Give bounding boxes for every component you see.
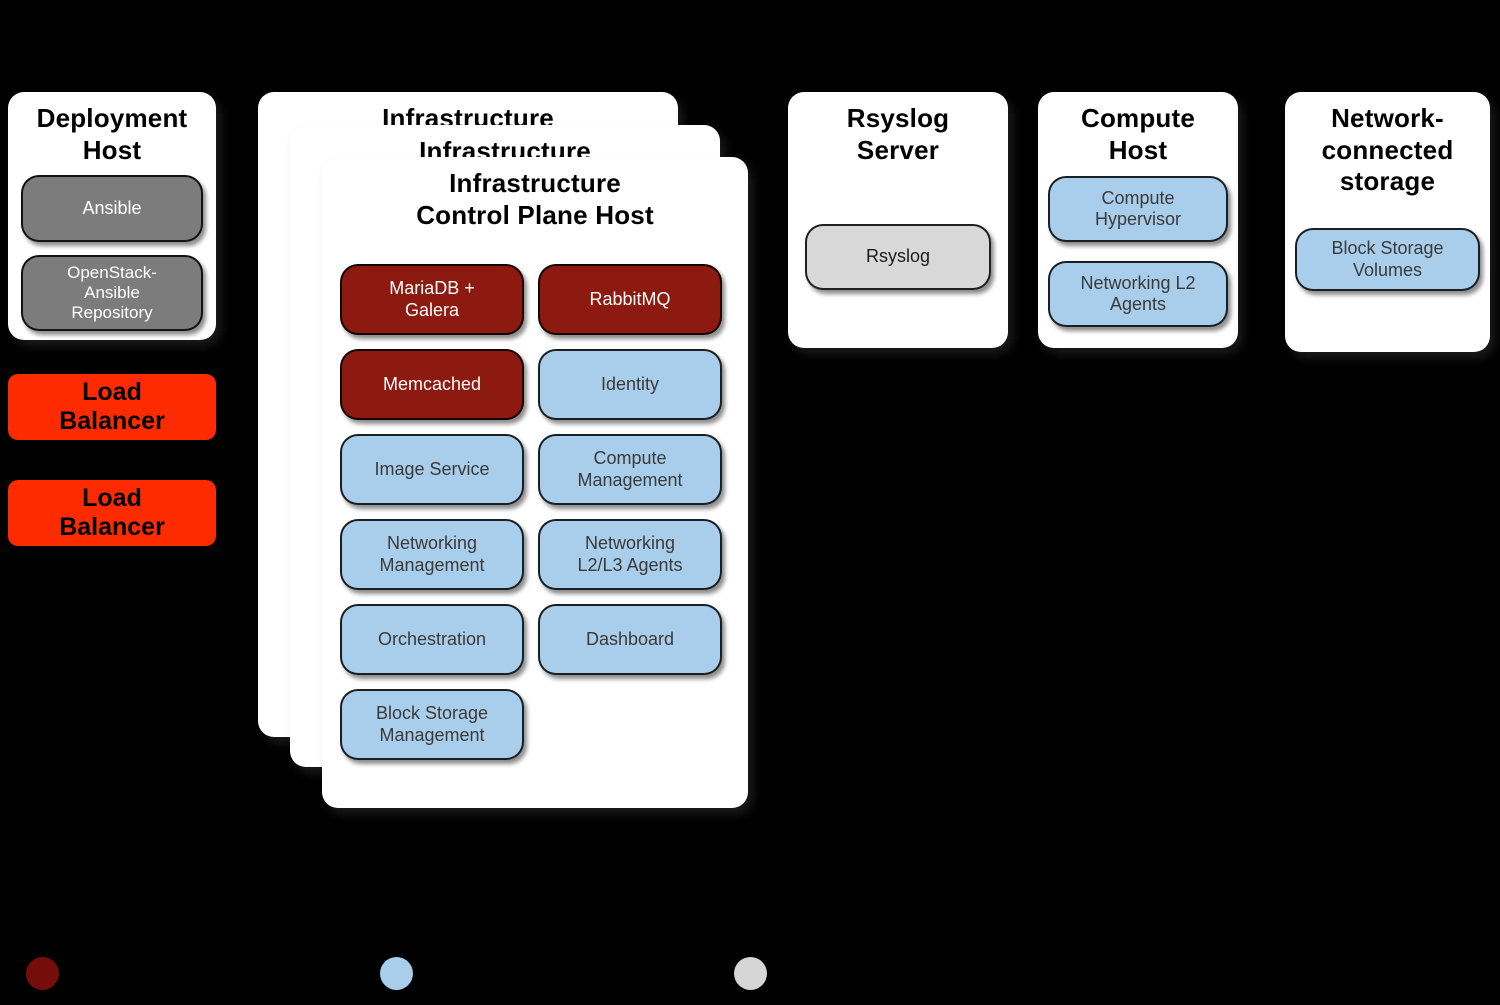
node-openstack-ansible-repository: OpenStack-Ansible Repository	[21, 255, 203, 331]
deployment-host-title: Deployment Host	[36, 103, 188, 165]
infrastructure-control-plane-title: Infrastructure Control Plane Host	[416, 168, 654, 230]
node-rsyslog: Rsyslog	[805, 224, 991, 290]
node-networking-l2-l3-agents-label: Networking L2/L3 Agents	[577, 533, 683, 575]
legend-dot-gray	[734, 957, 767, 990]
node-rsyslog-label: Rsyslog	[865, 246, 931, 267]
node-memcached-label: Memcached	[382, 373, 482, 394]
node-image-service-label: Image Service	[374, 458, 490, 479]
node-compute-hypervisor-label: Compute Hypervisor	[1094, 187, 1182, 229]
network-storage-card: Network-connected storage Block Storage …	[1285, 92, 1490, 352]
load-balancer-1: Load Balancer	[8, 374, 216, 440]
node-ansible: Ansible	[21, 175, 203, 242]
load-balancer-1-label: Load Balancer	[59, 378, 165, 435]
node-memcached: Memcached	[340, 349, 524, 420]
node-orchestration-label: Orchestration	[377, 628, 487, 649]
node-mariadb-galera: MariaDB + Galera	[340, 264, 524, 335]
node-block-storage-volumes-label: Block Storage Volumes	[1331, 238, 1444, 280]
node-rabbitmq-label: RabbitMQ	[589, 288, 671, 309]
node-block-storage-volumes: Block Storage Volumes	[1295, 228, 1480, 291]
network-storage-title: Network-connected storage	[1321, 103, 1454, 197]
rsyslog-server-title: Rsyslog Server	[846, 103, 950, 165]
load-balancer-2-label: Load Balancer	[59, 484, 165, 541]
node-dashboard-label: Dashboard	[585, 628, 675, 649]
node-identity: Identity	[538, 349, 722, 420]
legend-dot-dark-red	[26, 957, 59, 990]
load-balancer-2: Load Balancer	[8, 480, 216, 546]
node-compute-management-label: Compute Management	[577, 448, 683, 490]
compute-host-card: Compute Host Compute Hypervisor Networki…	[1038, 92, 1238, 348]
node-dashboard: Dashboard	[538, 604, 722, 675]
node-networking-l2-agents: Networking L2 Agents	[1048, 261, 1228, 327]
node-openstack-ansible-repository-label: OpenStack-Ansible Repository	[67, 262, 157, 323]
deployment-host-card: Deployment Host Ansible OpenStack-Ansibl…	[8, 92, 216, 340]
legend-dot-light-blue	[380, 957, 413, 990]
node-networking-management: Networking Management	[340, 519, 524, 590]
node-rabbitmq: RabbitMQ	[538, 264, 722, 335]
node-orchestration: Orchestration	[340, 604, 524, 675]
node-networking-l2-agents-label: Networking L2 Agents	[1080, 272, 1196, 314]
node-ansible-label: Ansible	[82, 197, 142, 218]
node-identity-label: Identity	[600, 373, 660, 394]
node-block-storage-management-label: Block Storage Management	[375, 703, 489, 745]
rsyslog-server-card: Rsyslog Server Rsyslog	[788, 92, 1008, 348]
node-compute-hypervisor: Compute Hypervisor	[1048, 176, 1228, 242]
node-compute-management: Compute Management	[538, 434, 722, 505]
node-mariadb-galera-label: MariaDB + Galera	[389, 278, 475, 320]
node-networking-l2-l3-agents: Networking L2/L3 Agents	[538, 519, 722, 590]
node-block-storage-management: Block Storage Management	[340, 689, 524, 760]
compute-host-title: Compute Host	[1080, 103, 1196, 165]
infrastructure-control-plane-card: Infrastructure Control Plane Host MariaD…	[322, 157, 748, 808]
node-image-service: Image Service	[340, 434, 524, 505]
node-networking-management-label: Networking Management	[379, 533, 485, 575]
